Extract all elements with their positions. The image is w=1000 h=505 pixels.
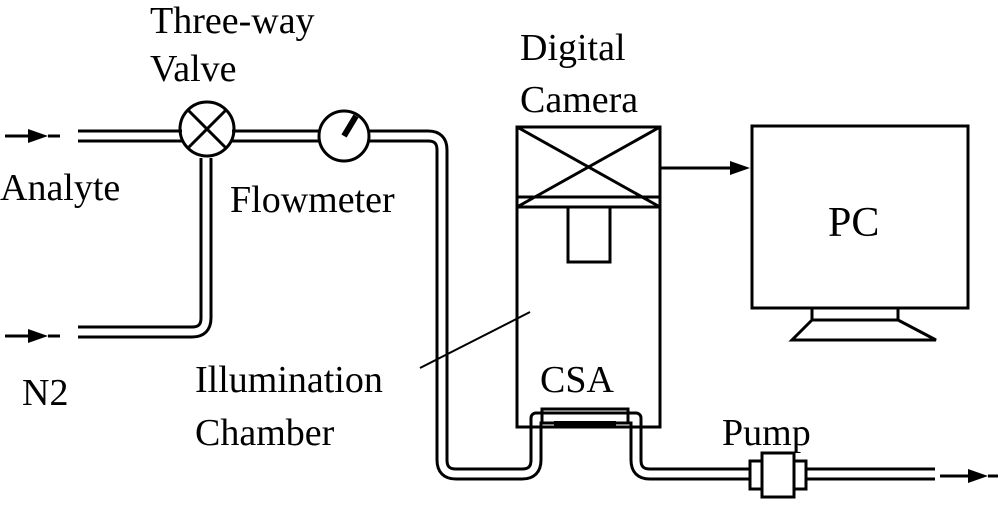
label-camera: Camera <box>520 79 638 121</box>
pipe-network <box>78 129 935 481</box>
label-csa: CSA <box>540 359 614 401</box>
label-digital: Digital <box>520 27 626 69</box>
label-n2: N2 <box>22 372 68 414</box>
csa-sensor <box>540 407 630 427</box>
digital-camera <box>515 125 662 264</box>
label-chamber: Chamber <box>195 412 335 454</box>
camera-to-pc-arrow <box>660 161 750 175</box>
three-way-valve <box>178 100 236 158</box>
pump <box>748 451 808 499</box>
label-flowmeter: Flowmeter <box>230 179 395 221</box>
label-pump: Pump <box>722 412 811 454</box>
label-illumination: Illumination <box>195 359 383 401</box>
label-pc: PC <box>828 200 879 246</box>
n2-inlet-arrow <box>5 329 60 343</box>
label-valve: Valve <box>150 48 237 90</box>
illumination-pointer-line <box>419 311 531 369</box>
flowmeter <box>317 109 371 163</box>
analyte-inlet-arrow <box>5 129 60 143</box>
label-analyte: Analyte <box>0 167 120 209</box>
outlet-arrow <box>940 469 998 483</box>
label-three-way: Three-way <box>150 0 315 42</box>
pc-monitor <box>750 124 970 342</box>
